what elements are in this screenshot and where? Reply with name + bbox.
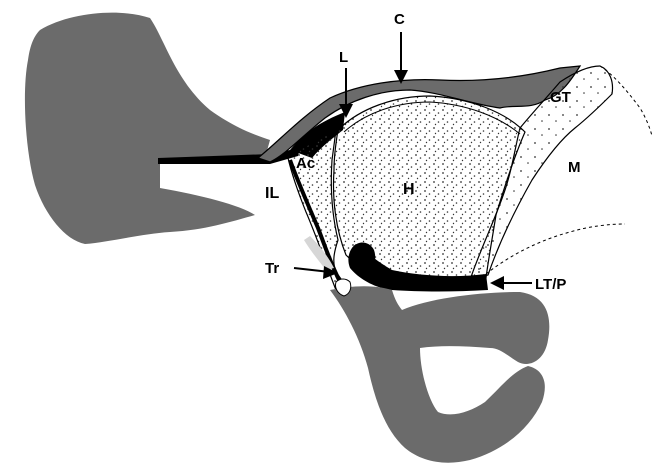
label-l: L xyxy=(339,49,348,66)
label-m: M xyxy=(568,159,581,176)
ilium-shape xyxy=(25,13,270,244)
muscle-dashed-lower xyxy=(486,224,625,274)
label-tr: Tr xyxy=(265,260,279,277)
arrow-ltp-head xyxy=(490,276,504,290)
pubis-ischium-shape xyxy=(330,286,549,462)
label-lt-p: LT/P xyxy=(535,276,566,293)
label-c: C xyxy=(394,11,405,28)
label-h: H xyxy=(403,181,415,198)
label-ac: Ac xyxy=(296,155,315,172)
label-gt: GT xyxy=(550,89,571,106)
label-il: IL xyxy=(265,185,279,202)
